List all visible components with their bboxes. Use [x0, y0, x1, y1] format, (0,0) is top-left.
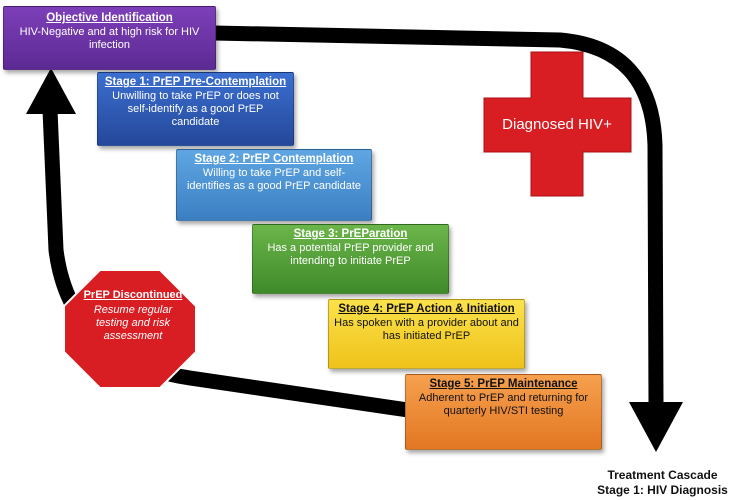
cascade-arrowhead-icon	[629, 402, 683, 452]
stage-3-title: Stage 3: PrEParation	[293, 228, 408, 240]
cascade-line-1: Treatment Cascade	[607, 468, 718, 482]
stage-2-title: Stage 2: PrEP Contemplation	[194, 153, 354, 165]
stage-5-title: Stage 5: PrEP Maintenance	[429, 378, 578, 390]
stage-1-description: Unwilling to take PrEP or does not self-…	[112, 90, 279, 128]
stage-5-box: Stage 5: PrEP Maintenance Adherent to Pr…	[405, 374, 602, 450]
objective-description: HIV-Negative and at high risk for HIV in…	[19, 26, 200, 51]
stage-2-description: Willing to take PrEP and self-identifies…	[186, 167, 362, 192]
flow-arrow-to-cascade	[213, 25, 664, 406]
stage-3-box: Stage 3: PrEParation Has a potential PrE…	[252, 224, 449, 294]
loop-arrowhead-icon	[26, 68, 76, 114]
cascade-line-2: Stage 1: HIV Diagnosis	[597, 483, 728, 497]
stage-4-description: Has spoken with a provider about and has…	[334, 317, 519, 342]
stage-1-title: Stage 1: PrEP Pre-Contemplation	[104, 76, 287, 88]
stage-1-box: Stage 1: PrEP Pre-Contemplation Unwillin…	[97, 72, 294, 146]
stage-4-title: Stage 4: PrEP Action & Initiation	[338, 303, 515, 315]
objective-title: Objective Identification	[46, 12, 173, 24]
stage-3-description: Has a potential PrEP provider and intend…	[267, 242, 434, 267]
discontinued-title: PrEP Discontinued	[83, 289, 183, 301]
stage-5-description: Adherent to PrEP and returning for quart…	[418, 392, 589, 417]
diagnosed-hiv-label: Diagnosed HIV+	[502, 116, 612, 133]
stop-octagon-icon	[63, 269, 197, 389]
discontinued-description: Resume regular testing and risk assessme…	[93, 304, 173, 342]
prep-discontinued-label: PrEP Discontinued Resume regular testing…	[78, 289, 188, 369]
stage-4-box: Stage 4: PrEP Action & Initiation Has sp…	[328, 299, 525, 369]
stage-2-box: Stage 2: PrEP Contemplation Willing to t…	[176, 149, 372, 221]
treatment-cascade-label: Treatment Cascade Stage 1: HIV Diagnosis	[575, 468, 750, 498]
objective-identification-box: Objective Identification HIV-Negative an…	[3, 6, 216, 70]
medical-cross-icon	[483, 51, 632, 197]
